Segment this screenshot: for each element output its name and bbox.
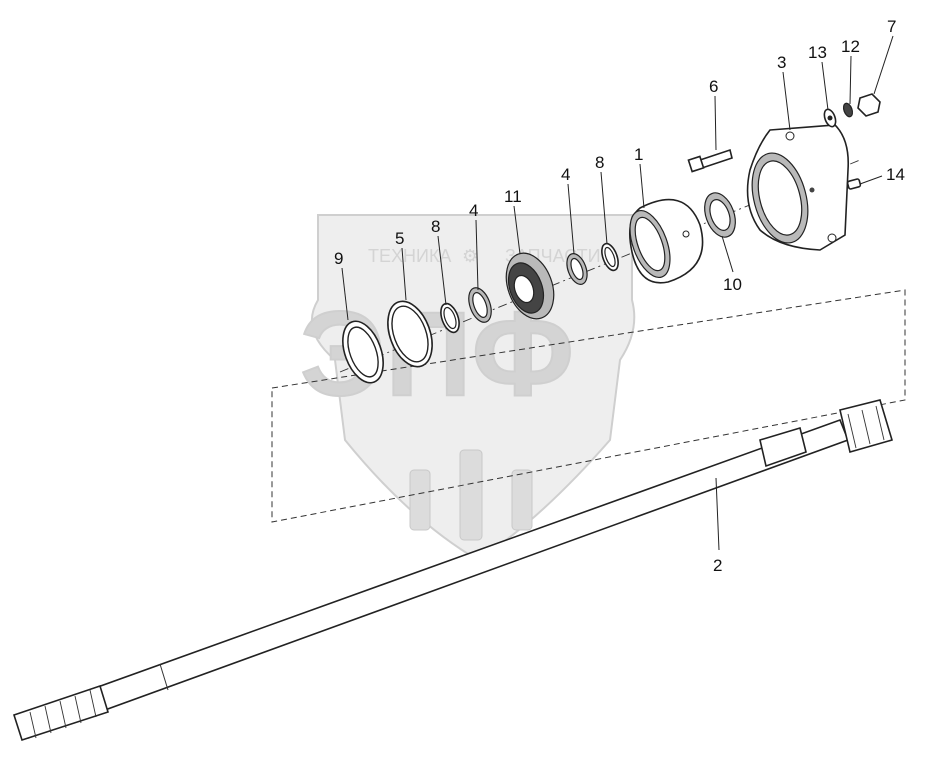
callout-10: 10 xyxy=(723,275,742,294)
callouts: 9 5 8 4 11 4 8 1 6 3 13 12 7 14 10 2 xyxy=(334,17,905,575)
assembly-axis xyxy=(339,159,861,373)
part-1-bearing-housing xyxy=(629,198,704,284)
part-8-circlip-right xyxy=(601,242,619,272)
part-11-bearing xyxy=(505,252,555,320)
callout-2: 2 xyxy=(713,556,722,575)
assembly-dashed-frame xyxy=(271,289,906,523)
callout-9: 9 xyxy=(334,249,343,268)
watermark-gear-icon: ⚙ xyxy=(462,246,478,266)
watermark-wheat-icon xyxy=(409,449,533,541)
callout-14: 14 xyxy=(886,165,905,184)
callout-8-right: 8 xyxy=(595,153,604,172)
part-12-lock-washer xyxy=(842,102,854,118)
callout-13: 13 xyxy=(808,43,827,62)
callout-4-right: 4 xyxy=(561,165,570,184)
part-9-snap-ring xyxy=(342,320,384,384)
leader-lines xyxy=(341,35,894,551)
watermark-brand-left: ТЕХНИКА xyxy=(368,246,451,266)
part-4-washer-left xyxy=(468,287,492,323)
callout-8-left: 8 xyxy=(431,217,440,236)
callout-5: 5 xyxy=(395,229,404,248)
callout-1: 1 xyxy=(634,145,643,164)
part-2-shaft xyxy=(12,399,893,742)
part-13-washer xyxy=(823,108,837,128)
callout-6: 6 xyxy=(709,77,718,96)
part-5-ring xyxy=(387,300,433,368)
callout-11: 11 xyxy=(504,187,522,206)
part-6-bolt xyxy=(687,148,733,173)
callout-7: 7 xyxy=(887,17,896,36)
part-4-washer-right xyxy=(566,253,588,285)
callout-3: 3 xyxy=(777,53,786,72)
part-14-grease-fitting xyxy=(846,178,862,190)
part-7-nut xyxy=(857,93,881,117)
part-10-seal xyxy=(704,192,736,238)
part-3-flange-housing xyxy=(746,124,850,251)
callout-4-left: 4 xyxy=(469,201,478,220)
part-8-circlip-left xyxy=(440,302,460,334)
callout-12: 12 xyxy=(841,37,860,56)
